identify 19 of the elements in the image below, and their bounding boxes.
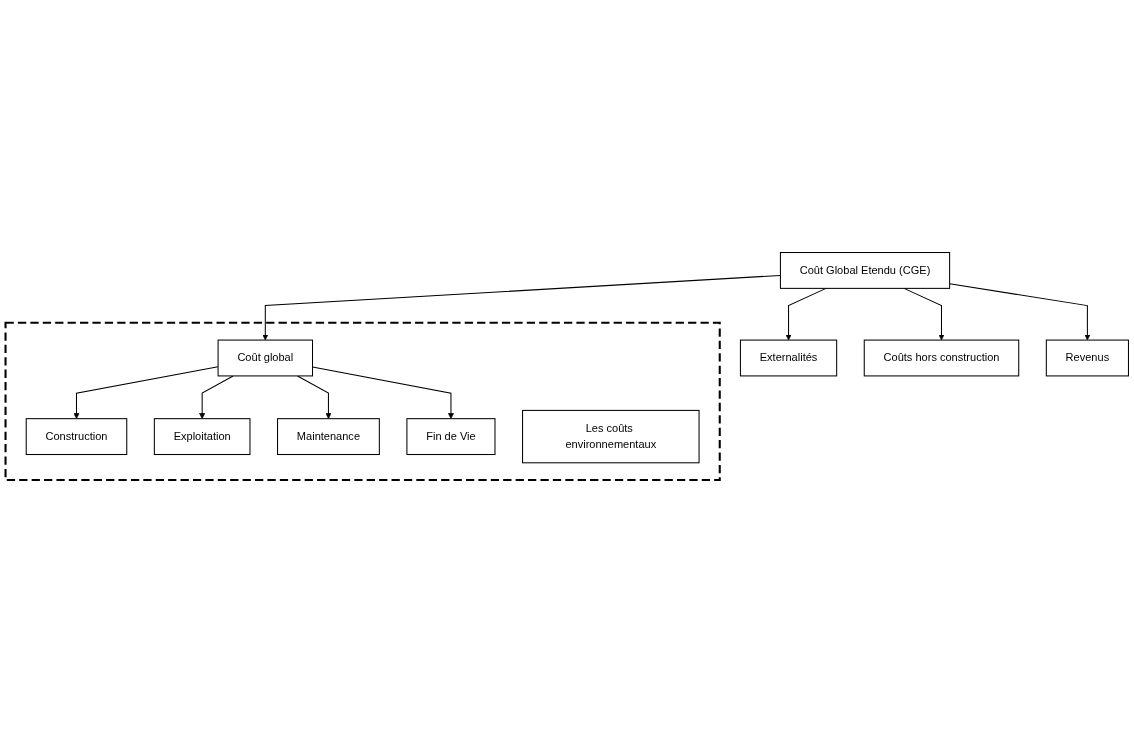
node-box: Fin de Vie <box>406 417 496 455</box>
arrow <box>312 366 454 419</box>
arrow <box>262 274 781 341</box>
arrow <box>949 283 1091 341</box>
arrow <box>785 287 827 341</box>
arrow <box>296 375 332 419</box>
arrow <box>199 375 234 419</box>
node-box: Coût Global Etendu (CGE) <box>779 251 951 289</box>
arrow <box>73 366 219 419</box>
node-box: Les coûts environnementaux <box>522 409 700 464</box>
cluster <box>4 321 721 481</box>
node-box: Coûts hors construction <box>863 339 1020 377</box>
node-box: Coût global <box>217 339 314 377</box>
node-box: Maintenance <box>277 417 380 455</box>
node-box: Exploitation <box>153 417 251 455</box>
node-box: Revenus <box>1045 339 1129 377</box>
node-box: Externalités <box>739 339 838 377</box>
arrow <box>903 287 945 341</box>
node-box: Construction <box>25 417 128 455</box>
